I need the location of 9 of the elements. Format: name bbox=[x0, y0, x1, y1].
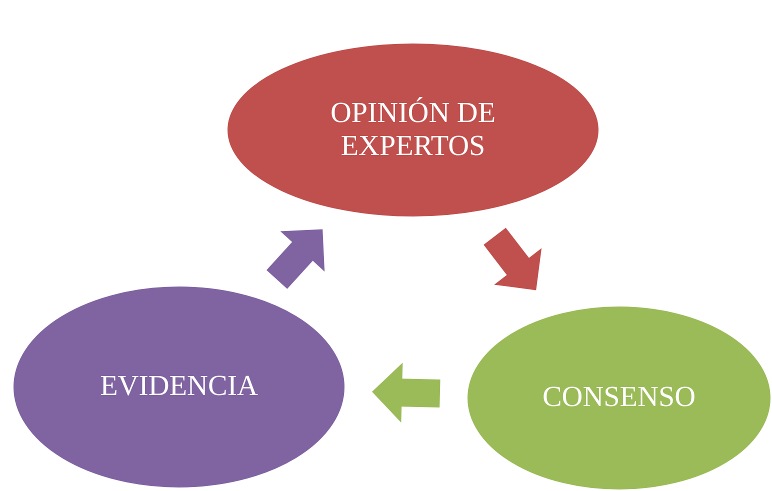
ellipse-node bbox=[12, 285, 346, 489]
node-label: OPINIÓN DE EXPERTOS bbox=[329, 96, 497, 164]
block-arrow bbox=[372, 362, 440, 423]
node-label: CONSENSO bbox=[542, 381, 696, 415]
ellipse-node bbox=[466, 305, 772, 491]
ellipse-node bbox=[226, 42, 600, 218]
block-arrow bbox=[484, 228, 542, 290]
node-label: EVIDENCIA bbox=[100, 370, 258, 404]
block-arrow bbox=[266, 229, 325, 289]
